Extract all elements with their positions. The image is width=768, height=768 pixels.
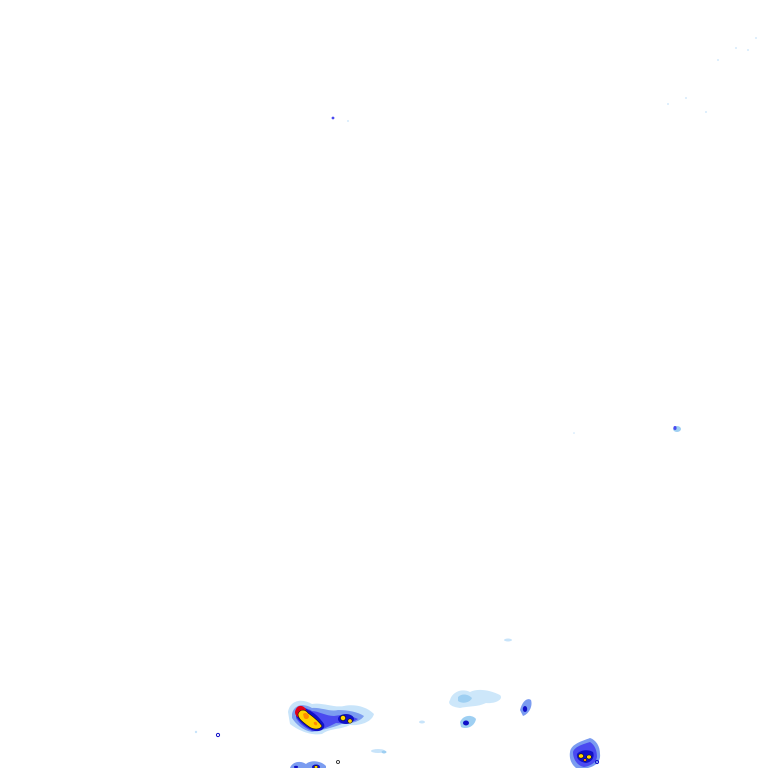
echo-blob	[578, 753, 584, 759]
echo-blob	[586, 754, 592, 760]
echo-blob	[347, 718, 353, 724]
echo-blob	[504, 638, 512, 642]
south-west-storm-cluster	[194, 700, 374, 764]
echo-dot	[347, 120, 349, 122]
echo-blob	[419, 720, 425, 724]
echo-blob	[294, 765, 298, 768]
south-central-light-echoes	[371, 638, 532, 754]
south-edge-echoes	[290, 761, 326, 768]
isolated-top-cell	[331, 116, 349, 122]
echo-blob	[458, 694, 472, 703]
echo-dot	[336, 760, 340, 764]
echo-blob	[340, 715, 346, 721]
south-east-storm-cell	[569, 738, 601, 768]
echo-dot	[735, 47, 737, 49]
echo-blob	[576, 750, 594, 763]
echo-dot	[755, 37, 757, 39]
isolated-right-cell	[573, 426, 681, 434]
echo-dot	[594, 759, 600, 765]
echo-blob	[463, 720, 469, 726]
echo-blob	[381, 750, 387, 754]
echo-blob	[449, 689, 502, 708]
echo-dot	[705, 111, 707, 113]
echo-dot	[717, 59, 719, 61]
echo-dot	[215, 732, 221, 738]
echo-dot	[685, 97, 687, 99]
echo-blob	[313, 765, 319, 768]
echo-dot	[331, 116, 335, 120]
echo-dot	[194, 730, 198, 734]
echo-blob	[313, 721, 318, 726]
echo-dot	[667, 103, 669, 105]
echo-blob	[303, 712, 309, 720]
far-top-speckles	[667, 37, 757, 113]
echo-dot	[573, 432, 575, 434]
echo-blob	[583, 758, 587, 762]
echo-blob	[673, 426, 677, 430]
echo-dot	[747, 49, 749, 51]
echo-blob	[522, 706, 528, 712]
